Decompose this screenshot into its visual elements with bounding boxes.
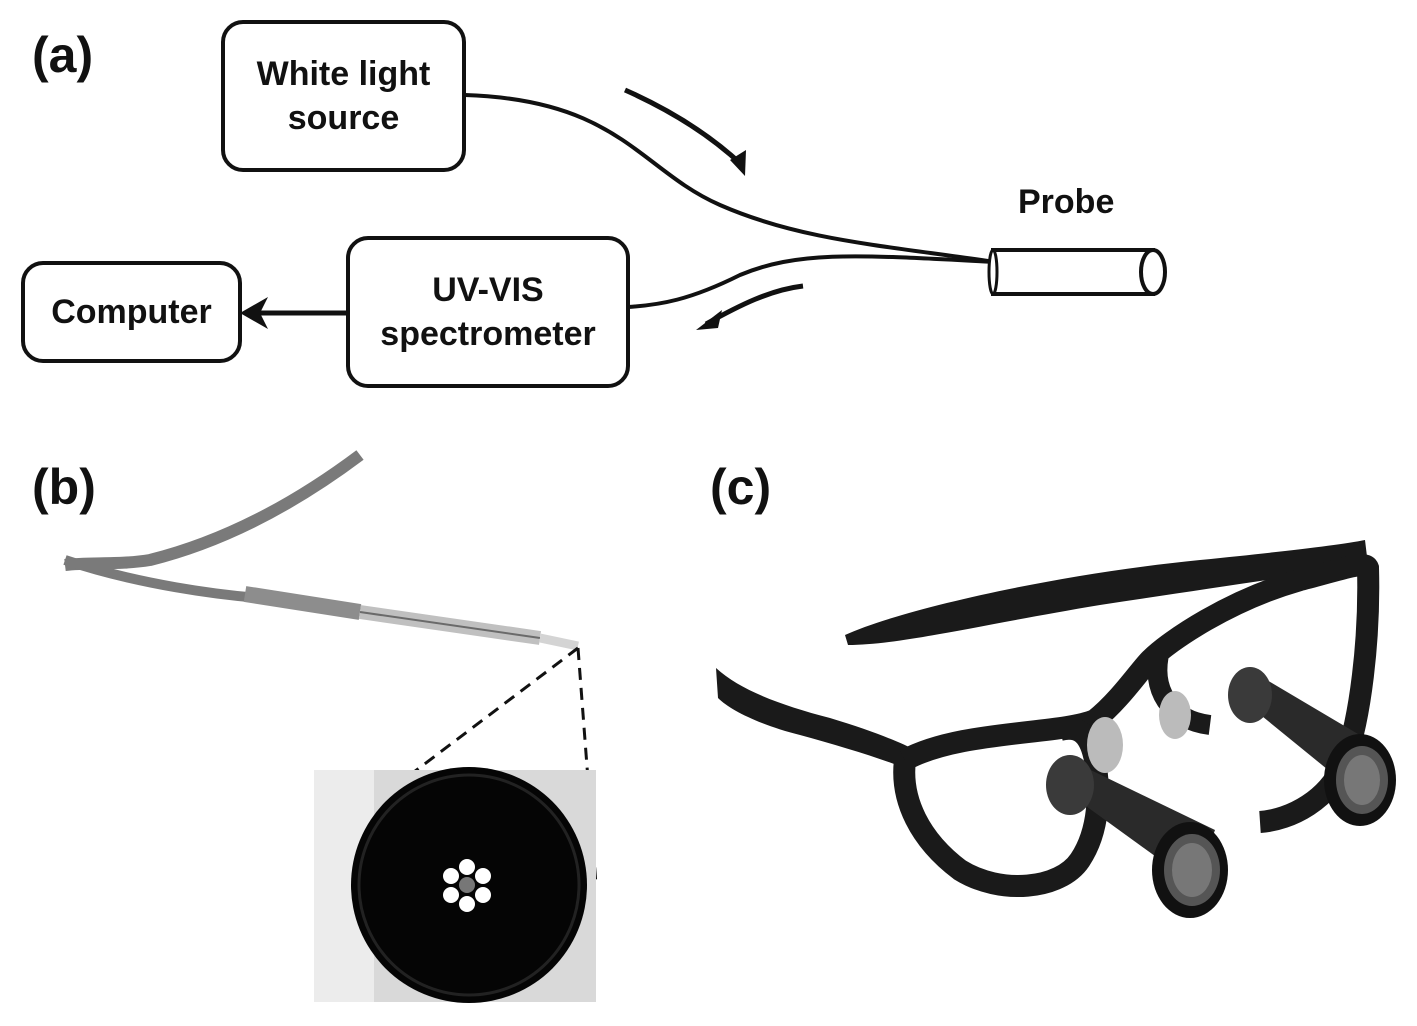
panel-label-c: (c) [710,459,772,515]
fiber-core-center [459,877,475,893]
spectrometer-label-line1: UV-VIS [432,271,544,309]
zoom-line-left [409,646,579,777]
forward-arrowhead [730,150,746,176]
white-light-source-label: White light source [256,55,431,137]
probe-tip-closeup [314,767,596,1003]
illumination-fiber [464,93,996,264]
return-arrowhead [696,310,722,330]
data-arrowhead [240,297,268,329]
fiber-core-3 [475,887,491,903]
white-light-source-box: White light source [221,20,466,172]
probe-label: Probe [1018,183,1115,221]
computer-box: Computer [21,261,242,363]
probe-cylinder [987,248,1167,296]
fiber-core-1 [459,859,475,875]
loupe-glasses [716,540,1396,918]
collection-fiber [627,254,996,309]
panel-label-b: (b) [32,459,96,515]
computer-label: Computer [51,293,212,331]
fiber-core-2 [475,868,491,884]
probe-photo [63,450,579,651]
forward-direction-arrow [623,87,744,167]
fiber-core-4 [459,896,475,912]
return-direction-arrow [704,283,804,327]
spectrometer-box: UV-VIS spectrometer [346,236,630,388]
loupe-right [1228,667,1396,826]
fiber-core-5 [443,887,459,903]
loupe-left [1046,755,1228,918]
panel-label-a: (a) [32,27,94,83]
fiber-core-6 [443,868,459,884]
spectrometer-label-line2: spectrometer [380,315,596,353]
